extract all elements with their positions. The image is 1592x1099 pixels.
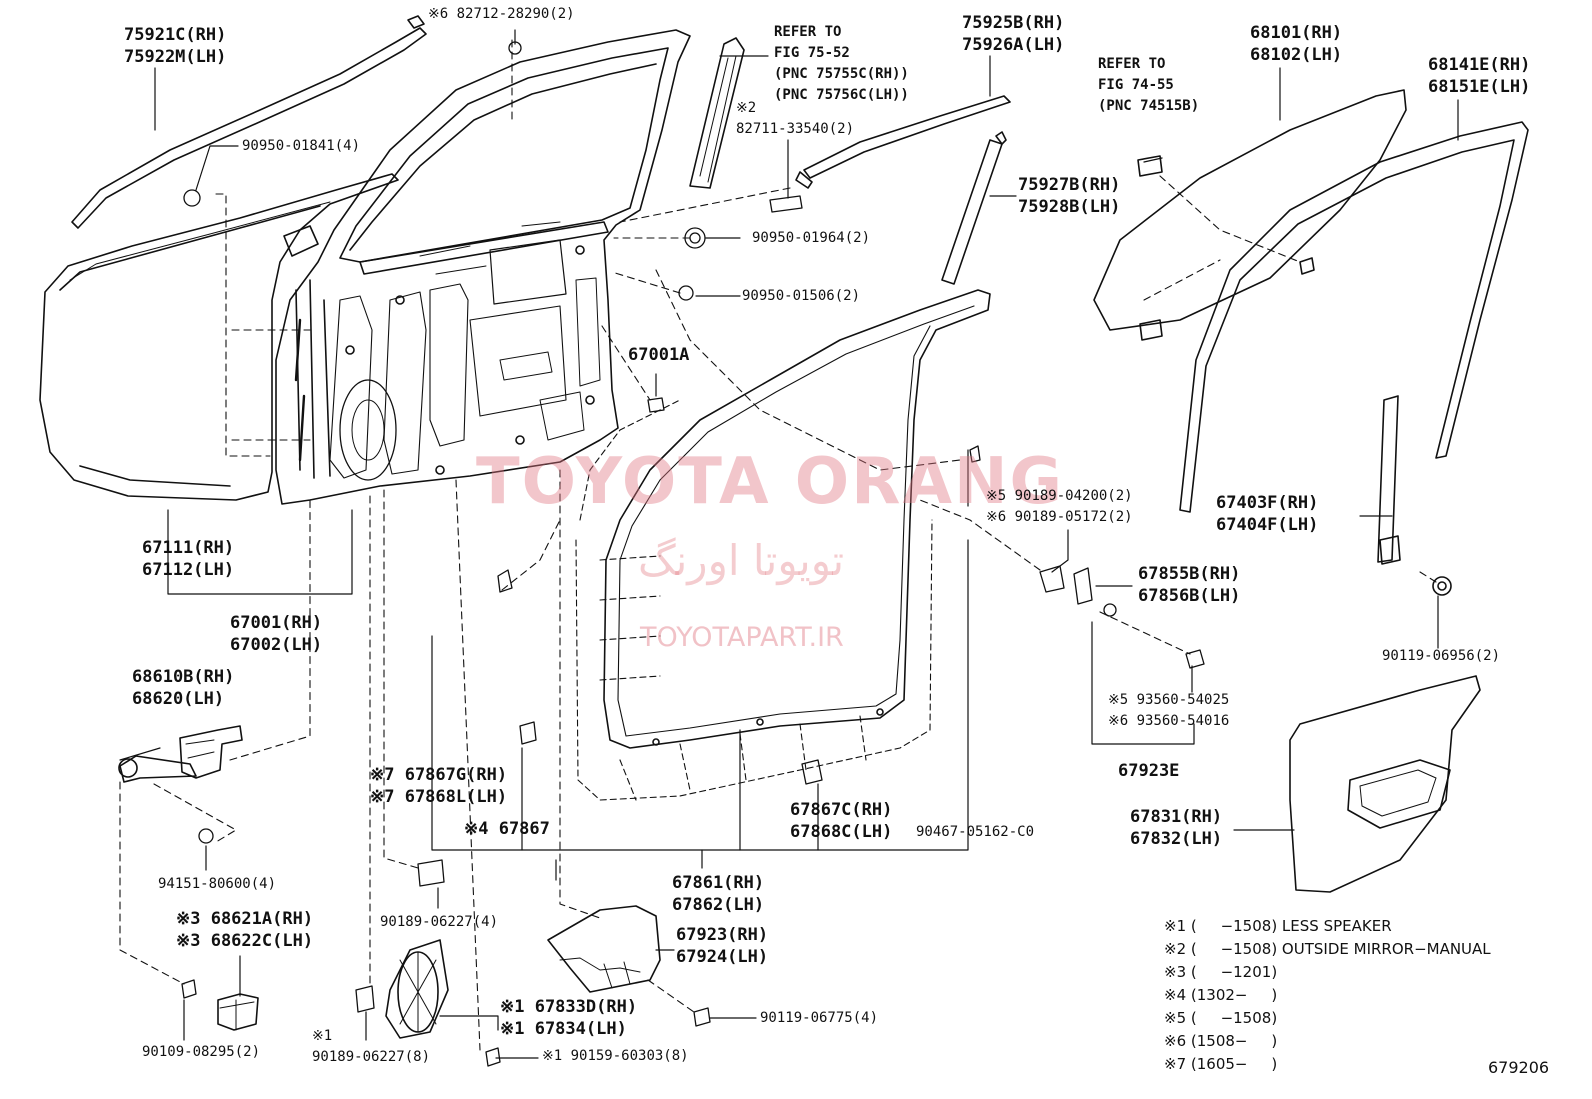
label-67001a: 67001A [628,345,690,365]
label-67867: ※4 67867 [464,819,550,839]
footnote-3: ※3 ( −1201) [1164,963,1278,981]
label-90189-04200: ※5 90189-04200(2) ※6 90189-05172(2) [986,488,1133,525]
footnote-2: ※2 ( −1508) OUTSIDE MIRROR−MANUAL [1164,940,1491,958]
door-frame [275,29,691,505]
outer-door-panel [39,173,399,501]
label-90189-06227-b: ※1 90189-06227(8) [312,1028,431,1065]
footnote-7: ※7 (1605− ) [1164,1055,1278,1073]
window-frame-moulding [795,95,1011,285]
label-93560: ※5 93560-54025 ※6 93560-54016 [1108,692,1230,729]
label-90119-06775: 90119-06775(4) [760,1010,879,1026]
sash-garnish [689,37,745,189]
rear-lower-channel [1377,395,1452,596]
door-weatherstrip [603,289,991,749]
label-67923e: 67923E [1118,761,1180,781]
label-90950-01964: 90950-01964(2) [752,230,871,246]
label-68101: 68101(RH) 68102(LH) [1250,23,1343,65]
label-refer-fig-75-52: REFER TO FIG 75-52 (PNC 75755C(RH)) (PNC… [774,24,909,103]
trim-panel-seal [1289,675,1481,893]
label-90950-01506: 90950-01506(2) [742,288,861,304]
assembly-dashed-lines [119,39,1437,1051]
label-90159-60303: ※1 90159-60303(8) [542,1048,689,1064]
footnote-1: ※1 ( −1508) LESS SPEAKER [1164,917,1392,935]
label-68621a: ※3 68621A(RH) ※3 68622C(LH) [176,909,314,951]
label-94151-80600: 94151-80600(4) [158,876,277,892]
label-67923: 67923(RH) 67924(LH) [676,925,769,967]
label-68610b: 68610B(RH) 68620(LH) [132,667,235,709]
watermark-latin: TOYOTA ORANG [476,445,1065,519]
label-90950-01841: 90950-01841(4) [242,138,361,154]
service-hole-cover [547,905,661,993]
watermark-persian: تویوتا اورنگ [638,536,845,585]
label-75921c: 75921C(RH) 75922M(LH) [124,25,227,67]
label-refer-fig-74-55: REFER TO FIG 74-55 (PNC 74515B) [1098,56,1200,114]
label-82712-28290: ※6 82712-28290(2) [428,6,575,22]
check-stopper [217,993,259,1031]
label-67855b: 67855B(RH) 67856B(LH) [1138,564,1241,606]
label-67861: 67861(RH) 67862(LH) [672,873,765,915]
figure-number: 679206 [1488,1058,1550,1077]
door-glass [1093,89,1407,341]
footnote-6: ※6 (1508− ) [1164,1032,1278,1050]
label-82711-33540: ※2 82711-33540(2) [736,100,855,137]
label-75925b: 75925B(RH) 75926A(LH) [962,13,1065,55]
footnote-5: ※5 ( −1508) [1164,1009,1278,1027]
label-67111: 67111(RH) 67112(LH) [142,538,235,580]
label-67833d: ※1 67833D(RH) ※1 67834(LH) [500,997,638,1039]
door-check [118,725,243,783]
label-90189-06227-a: 90189-06227(4) [380,914,499,930]
watermark-site: TOYOTAPART.IR [640,622,844,653]
label-90119-06956: 90119-06956(2) [1382,648,1501,664]
label-67831: 67831(RH) 67832(LH) [1130,807,1223,849]
label-90109-08295: 90109-08295(2) [142,1044,261,1060]
label-67867g: ※7 67867G(RH) ※7 67868L(LH) [370,765,508,807]
belt-moulding [71,15,427,229]
label-67867c: 67867C(RH) 67868C(LH) [790,800,893,842]
label-68141e: 68141E(RH) 68151E(LH) [1428,55,1531,97]
door-speaker [385,939,449,1039]
leader-lines [119,29,1459,1059]
glass-run-channel [1179,121,1529,513]
label-67403f: 67403F(RH) 67404F(LH) [1216,493,1319,535]
label-67001: 67001(RH) 67002(LH) [230,613,323,655]
fasteners [181,41,1205,1067]
label-75927b: 75927B(RH) 75928B(LH) [1018,175,1121,217]
label-90467-05162: 90467-05162-C0 [916,824,1035,840]
footnote-4: ※4 (1302− ) [1164,986,1278,1004]
